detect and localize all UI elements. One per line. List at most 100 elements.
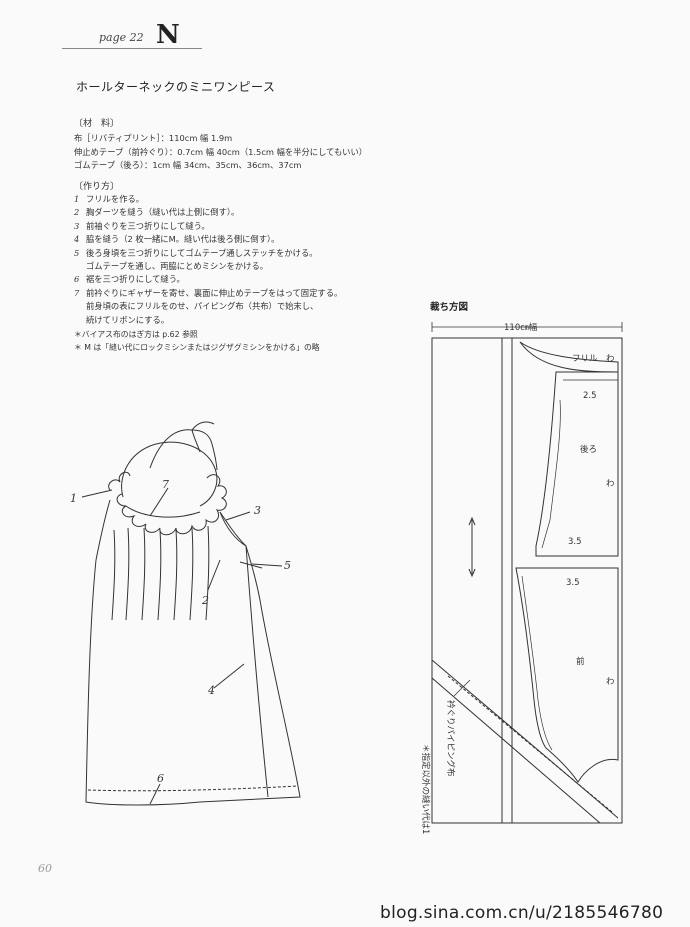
step-text: 前袖ぐりを三つ折りにして縫う。 (86, 220, 210, 231)
page-number: 60 (38, 862, 52, 875)
halter-bow (191, 421, 215, 431)
gather-line (189, 527, 194, 621)
materials-heading: 〔材 料〕 (74, 119, 120, 129)
step-text: 胸ダーツを縫う（縫い代は上側に倒す）。 (86, 207, 240, 218)
step-text: 裾を三つ折りにして縫う。 (86, 274, 185, 285)
label-2: 2 (201, 594, 209, 607)
label-6: 6 (157, 772, 164, 785)
step-number: 1 (74, 194, 80, 204)
front-label: 前 (576, 656, 585, 667)
leader-3 (225, 511, 251, 521)
step-item: 5 後ろ身頃を三つ折りにしてゴムテープ通しステッチをかける。 (74, 247, 342, 260)
bias-line-2 (431, 677, 601, 824)
step-text: 脇を縫う（2 枚一緒にM。縫い代は後ろ側に倒す）。 (86, 234, 280, 245)
side-seam (245, 545, 269, 798)
leader-6 (149, 783, 161, 805)
gather-line (125, 527, 130, 621)
step-number: 5 (74, 247, 80, 258)
step-item: 2 胸ダーツを縫う（縫い代は上側に倒す）。 (74, 206, 342, 219)
halter-neck-right (211, 443, 218, 471)
step-item: 3 前袖ぐりを三つ折りにして縫う。 (74, 220, 342, 233)
step-item: 1 フリルを作る。 (74, 193, 342, 206)
step-continuation: ゴムテープを通し、両脇にとめミシンをかける。 (86, 261, 269, 272)
piping-label: 衿ぐりパイピング布 (445, 700, 456, 777)
seam-allowance-note: ＊指定以外の縫い代は1 (420, 744, 431, 834)
leader-7 (149, 487, 169, 517)
front-seam-allowance (521, 575, 553, 751)
grain-arrow-heads (468, 516, 476, 578)
frill-inner (125, 505, 201, 518)
cutting-diagram-title: 裁ち方図 (430, 302, 469, 313)
pattern-letter: N (156, 20, 180, 50)
fold-label: わ (606, 479, 615, 489)
bias-line-1 (431, 659, 619, 819)
frill (108, 471, 227, 536)
method-steps: 1 フリルを作る。 2 胸ダーツを縫う（縫い代は上側に倒す）。 3 前袖ぐりを三つ折り… (74, 193, 342, 327)
fold-label: わ (606, 354, 615, 364)
page-title: ホールターネックのミニワンピース (76, 80, 276, 94)
bias-stitch (447, 675, 613, 813)
halter-neck-left (149, 429, 213, 469)
step-number: 3 (74, 220, 80, 231)
materials-list: 布［リバティプリント］：110cm 幅 1.9m 伸止めテープ（前衿ぐり）：0.… (74, 132, 367, 173)
fabric-rect (431, 337, 623, 824)
label-5: 5 (284, 559, 291, 572)
gather-line (205, 525, 210, 621)
note-line: ＊バイアス布のはぎ方は p.62 参照 (74, 330, 198, 339)
step-number: 2 (74, 207, 80, 218)
step-text: フリルを作る。 (86, 194, 145, 204)
step-number: 7 (74, 287, 80, 298)
dart (239, 561, 263, 569)
hem-stitch (87, 785, 299, 792)
fold-label: わ (606, 677, 615, 687)
frill-label: フリル (572, 354, 598, 364)
dim-3-5: 3.5 (568, 537, 582, 547)
step-number: 6 (74, 274, 80, 285)
width-ticks (431, 322, 623, 332)
leader-1 (81, 489, 113, 498)
piping-leader (453, 679, 471, 697)
front-piece (515, 567, 619, 783)
label-1: 1 (70, 492, 77, 505)
leader-4 (213, 663, 245, 689)
back-piece (535, 371, 619, 557)
back-label: 後ろ (580, 444, 597, 455)
step-number: 4 (74, 234, 80, 245)
step-continuation: 続けてリボンにする。 (86, 314, 170, 325)
fabric-width-label: 110㎝幅 (504, 322, 538, 333)
method-notes: ＊バイアス布のはぎ方は p.62 参照 ＊ M は「縫い代にロックミシンまたはジ… (74, 328, 320, 354)
dress-illustration (81, 421, 301, 806)
material-line: 布［リバティプリント］：110cm 幅 1.9m (74, 133, 233, 143)
frill-piece (519, 341, 619, 373)
gather-line (157, 529, 162, 621)
armhole (219, 511, 247, 547)
neckline (121, 441, 218, 507)
step-item: 4 脇を縫う（2 枚一緒にM。縫い代は後ろ側に倒す）。 (74, 233, 342, 246)
watermark: blog.sina.com.cn/u/2185546780 (380, 903, 664, 923)
label-4: 4 (207, 684, 215, 697)
dress-body (85, 499, 301, 806)
halter-tail (191, 429, 201, 453)
step-text: 後ろ身頃を三つ折りにしてゴムテープ通しステッチをかける。 (86, 247, 318, 258)
label-3: 3 (254, 504, 261, 517)
material-line: 伸止めテープ（前衿ぐり）：0.7cm 幅 40cm（1.5cm 幅を半分にしても… (74, 146, 368, 157)
leader-5 (251, 563, 283, 567)
label-7: 7 (162, 478, 169, 491)
step-text: 前衿ぐりにギャザーを寄せ、裏面に伸止めテープをはって固定する。 (86, 287, 343, 298)
step-item: 6 裾を三つ折りにして縫う。 (74, 273, 342, 286)
dim-3-5: 3.5 (566, 578, 580, 588)
note-line: ＊ M は「縫い代にロックミシンまたはジグザグミシンをかける」の略 (74, 343, 320, 352)
gather-line (173, 529, 178, 621)
method-heading: 〔作り方〕 (74, 182, 120, 192)
step-continuation: 前身頃の表にフリルをのせ、パイピング布（共布）で始末し、 (86, 301, 319, 312)
dim-2-5: 2.5 (583, 391, 597, 401)
step-item: 7 前衿ぐりにギャザーを寄せ、裏面に伸止めテープをはって固定する。 (74, 287, 342, 300)
gather-line (141, 527, 146, 621)
back-seam-allowance (541, 379, 618, 549)
gather-line (111, 529, 116, 621)
leader-2 (207, 559, 221, 591)
header-rule (62, 48, 202, 49)
page-reference: page 22 (99, 31, 144, 44)
material-line: ゴムテープ（後ろ）：1cm 幅 34cm、35cm、36cm、37cm (74, 160, 302, 170)
